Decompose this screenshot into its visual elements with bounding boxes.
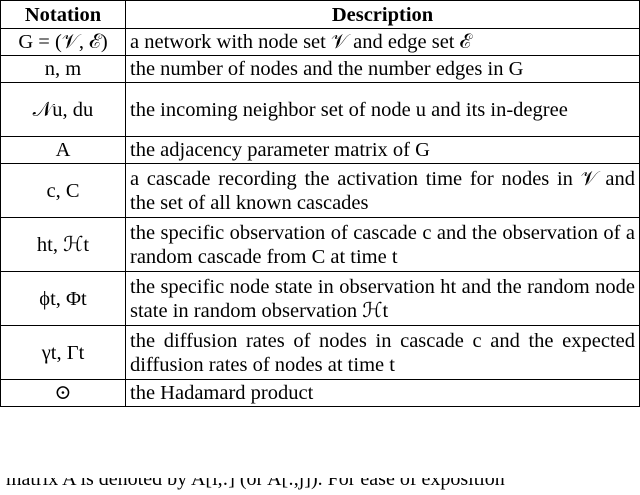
table-row: A the adjacency parameter matrix of G (0, 136, 640, 164)
table-row: ϕt, Φt the specific node state in observ… (0, 271, 640, 326)
notation-cell: A (0, 136, 126, 164)
description-cell: the adjacency parameter matrix of G (125, 136, 640, 164)
table-row: 𝒩u, du the incoming neighbor set of node… (0, 82, 640, 137)
header-row: Notation Description (0, 0, 640, 29)
description-cell: the specific node state in observation h… (125, 271, 640, 326)
notation-cell: c, C (0, 163, 126, 218)
table-row: ⊙ the Hadamard product (0, 379, 640, 407)
description-cell: the number of nodes and the number edges… (125, 55, 640, 83)
description-cell: the specific observation of cascade c an… (125, 217, 640, 272)
notation-cell: ϕt, Φt (0, 271, 126, 326)
notation-cell: γt, Γt (0, 325, 126, 380)
description-cell: the incoming neighbor set of node u and … (125, 82, 640, 137)
header-notation: Notation (0, 0, 126, 29)
notation-cell: ⊙ (0, 379, 126, 407)
notation-cell: ht, ℋt (0, 217, 126, 272)
description-cell: the Hadamard product (125, 379, 640, 407)
notation-cell: n, m (0, 55, 126, 83)
description-cell: a cascade recording the activation time … (125, 163, 640, 218)
notation-cell: G = (𝒱, ℰ) (0, 28, 126, 56)
notation-table-container: Notation Description G = (𝒱, ℰ) a networ… (0, 0, 640, 407)
description-cell: a network with node set 𝒱 and edge set ℰ (125, 28, 640, 56)
table-row: γt, Γt the diffusion rates of nodes in c… (0, 325, 640, 380)
table-row: n, m the number of nodes and the number … (0, 55, 640, 83)
trailing-paragraph-text: matrix A is denoted by A[i,:] (or A[:,j]… (6, 468, 505, 490)
notation-cell: 𝒩u, du (0, 82, 126, 137)
table-row: ht, ℋt the specific observation of casca… (0, 217, 640, 272)
header-description: Description (125, 0, 640, 29)
description-cell: the diffusion rates of nodes in cascade … (125, 325, 640, 380)
table-row: G = (𝒱, ℰ) a network with node set 𝒱 and… (0, 28, 640, 56)
notation-table: Notation Description G = (𝒱, ℰ) a networ… (0, 0, 640, 407)
table-row: c, C a cascade recording the activation … (0, 163, 640, 218)
